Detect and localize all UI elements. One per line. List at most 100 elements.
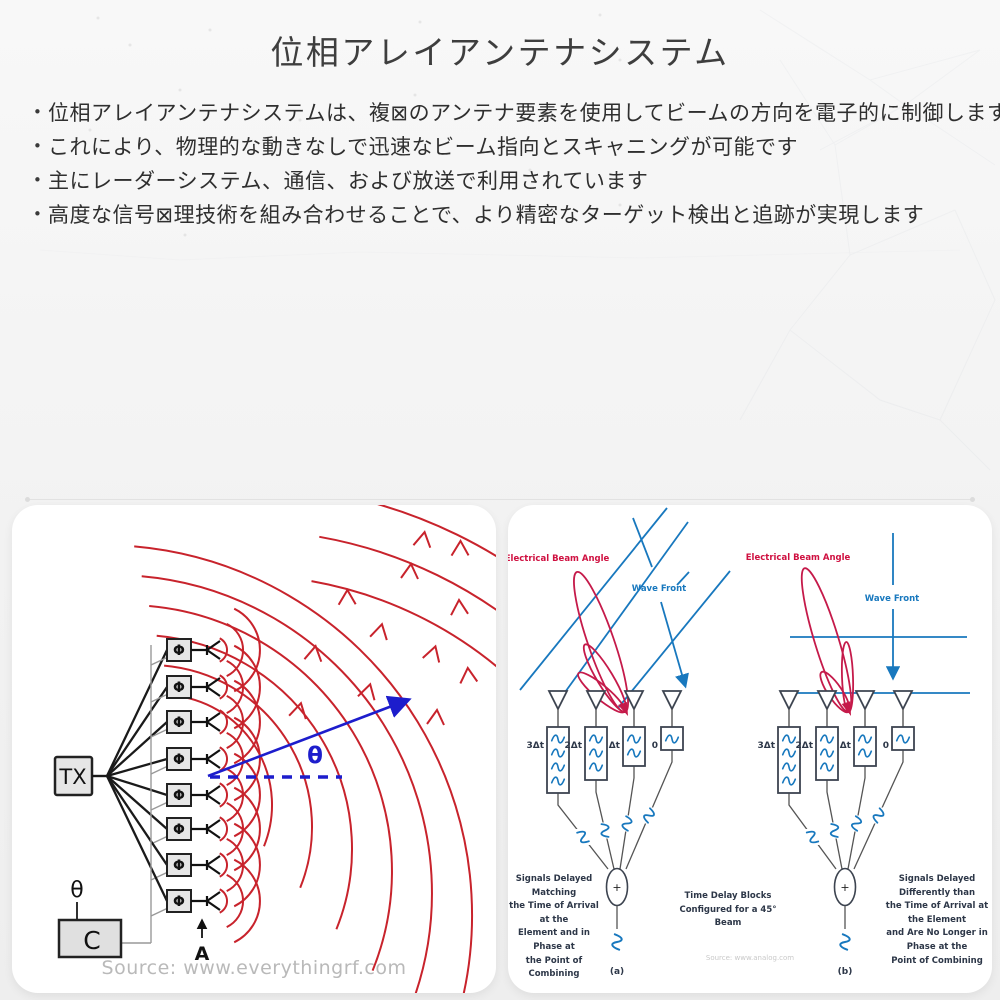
divider-line — [28, 499, 972, 500]
feed-line — [106, 686, 168, 777]
sine-icon — [819, 734, 835, 744]
wavefront-chevron — [450, 597, 469, 616]
combine-wire — [619, 766, 635, 870]
sine-icon — [819, 762, 835, 772]
wavefront-arc — [233, 607, 261, 693]
left-figure-source: Source: www.everythingrf.com — [101, 957, 407, 979]
caption-panel-a: Signals Delayed Matching the Time of Arr… — [509, 874, 599, 980]
combine-wire — [847, 766, 866, 870]
sine-icon — [850, 815, 863, 832]
delay-block — [777, 726, 801, 794]
combine-wire — [557, 793, 609, 870]
wavefront-arc — [233, 716, 261, 802]
delay-label: 2Δt — [564, 741, 582, 751]
wavefront-chevron — [400, 562, 419, 580]
wavefront-band-arc — [134, 545, 474, 993]
bullet-icon: • — [33, 103, 43, 121]
wavefront-chevron — [337, 587, 357, 606]
combiner-node — [833, 867, 857, 907]
sine-icon — [550, 748, 566, 758]
control-stub — [150, 907, 169, 917]
antenna-icon — [661, 690, 683, 712]
sine-icon — [819, 748, 835, 758]
electrical-beam-angle-label-b: Electrical Beam Angle — [746, 553, 851, 563]
wavefront-arc — [226, 802, 244, 856]
caption-panel-b: Signals Delayed Differently than the Tim… — [885, 874, 989, 966]
wavefront-lines-b — [782, 533, 970, 694]
wavefront-chevron — [369, 622, 388, 641]
wavefront-arc — [219, 888, 229, 914]
antenna-icon — [191, 640, 221, 660]
delay-label: 0 — [883, 741, 889, 751]
wavefront-arc — [219, 782, 229, 808]
control-stub — [150, 728, 169, 738]
combine-wire — [625, 750, 673, 870]
sine-icon — [781, 734, 797, 744]
antenna-icon — [816, 690, 838, 712]
beam-lobes-a — [573, 571, 629, 716]
wavefront-band-arc — [376, 505, 496, 558]
controller-box — [57, 918, 123, 959]
wavefront-arc — [219, 674, 229, 700]
wavefront-chevron — [412, 530, 432, 549]
combiner-plus: + — [840, 881, 849, 894]
delay-label: Δt — [840, 741, 852, 751]
wavefront-arc — [233, 858, 261, 944]
antenna-icon — [191, 677, 221, 697]
wavefront-arc — [226, 838, 244, 892]
combine-wire — [788, 793, 837, 870]
antenna-icon — [191, 891, 221, 911]
phase-shifter-label: Φ — [173, 822, 185, 838]
wavefront-arc — [233, 752, 261, 838]
feed-line — [106, 774, 168, 797]
antenna-icon — [191, 749, 221, 769]
sine-icon — [611, 933, 623, 951]
antenna-icon — [585, 690, 607, 712]
sine-icon — [626, 734, 642, 744]
bullet-icon: • — [33, 205, 43, 223]
delay-label: 0 — [652, 741, 658, 751]
combiner-node — [605, 867, 629, 907]
sine-icon — [626, 748, 642, 758]
bullet-item: •主にレーダーシステム、通信、および放送で利用されています — [33, 167, 993, 195]
combine-wire — [595, 780, 615, 870]
phase-shifter-label: Φ — [173, 680, 185, 696]
wavefront-chevron — [303, 644, 323, 663]
sine-icon — [550, 762, 566, 772]
radiated-wavefront-arcs — [134, 505, 496, 993]
control-stub — [150, 835, 169, 845]
sine-icon — [621, 815, 633, 832]
feed-line — [105, 775, 169, 902]
phase-shifter-label: Φ — [173, 858, 185, 874]
sine-icon — [781, 776, 797, 786]
controller-label: C — [83, 926, 100, 955]
bullet-icon: • — [33, 171, 43, 189]
wavefront-arc — [233, 679, 261, 765]
delay-label: Δt — [609, 741, 621, 751]
antenna-icon — [191, 785, 221, 805]
sine-icon — [550, 776, 566, 786]
control-stub — [150, 656, 169, 666]
wavefront-arc — [233, 822, 261, 908]
sine-icon — [805, 830, 820, 844]
antenna-icon — [191, 712, 221, 732]
phase-shifter-label: Φ — [173, 643, 185, 659]
combine-wire — [853, 750, 904, 870]
combine-wire — [826, 780, 843, 870]
delay-label: 2Δt — [795, 741, 813, 751]
wavefront-chevron — [450, 538, 470, 557]
wavefront-chevron — [288, 701, 307, 720]
bullet-text: 高度な信号⊠理技術を組み合わせることで、より精密なターゲット検出と追跡が実現しま… — [48, 203, 925, 227]
antenna-icon — [191, 819, 221, 839]
phase-shifter-label: Φ — [173, 894, 185, 910]
antenna-icon — [191, 855, 221, 875]
feed-line — [106, 775, 168, 830]
divider-dot — [970, 497, 975, 502]
wavefront-band-arc — [164, 664, 314, 889]
wave-front-label-a: Wave Front — [632, 584, 686, 594]
sine-icon — [664, 734, 680, 744]
sine-icon — [781, 762, 797, 772]
